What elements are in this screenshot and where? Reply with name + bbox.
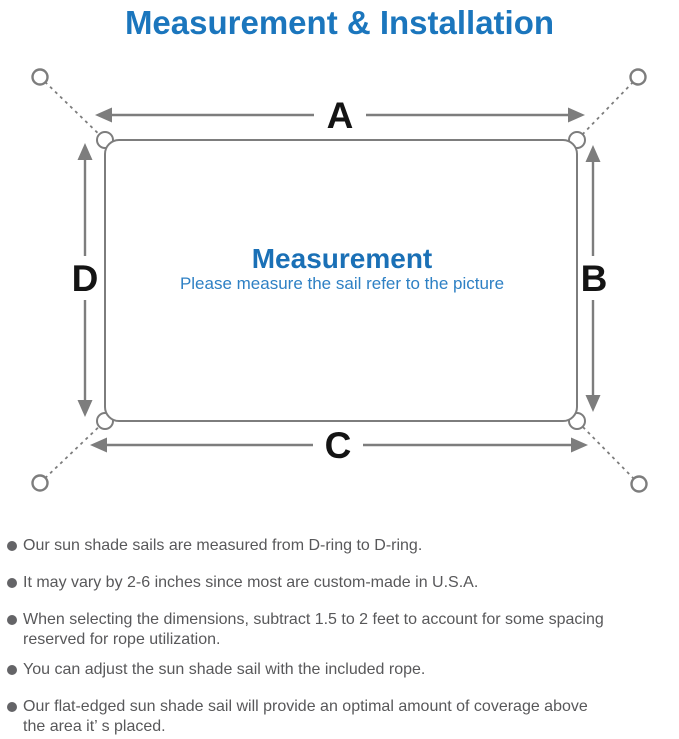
arrowhead-c-right <box>571 437 588 453</box>
bullet-dot-icon <box>7 665 17 675</box>
rope-line-top-right <box>576 76 639 141</box>
dimension-label-d: D <box>72 258 99 299</box>
arrowhead-b-bottom <box>585 395 601 412</box>
label-backplate-a <box>314 93 366 137</box>
bullet-item: It may vary by 2-6 inches since most are… <box>0 573 668 593</box>
dimension-arrows <box>77 107 601 453</box>
label-backplate-c <box>313 423 363 467</box>
label-backplate-d <box>66 256 104 300</box>
arrowhead-c-left <box>90 437 107 453</box>
anchor-ring-icon-top-left <box>31 68 49 86</box>
bullet-text: You can adjust the sun shade sail with t… <box>23 661 426 678</box>
center-subtitle: Please measure the sail refer to the pic… <box>180 274 504 293</box>
bullet-text: Our sun shade sails are measured from D-… <box>23 537 423 554</box>
bullet-dot-icon <box>7 578 17 588</box>
rope-line-bottom-left <box>39 420 106 484</box>
bullet-dot-icon <box>7 615 17 625</box>
bullet-item: Our sun shade sails are measured from D-… <box>0 536 668 556</box>
page-title: Measurement & Installation <box>124 4 555 41</box>
anchor-rings <box>31 68 648 493</box>
label-backplate-b <box>580 256 610 300</box>
bullet-text: It may vary by 2-6 inches since most are… <box>23 574 479 591</box>
rope-line-bottom-right <box>576 420 640 485</box>
arrowhead-d-top <box>77 143 93 160</box>
label-backplates <box>66 93 610 467</box>
dimension-label-a: A <box>327 95 354 136</box>
arrowhead-d-bottom <box>77 400 93 417</box>
arrowhead-b-top <box>585 145 601 162</box>
bullet-item: You can adjust the sun shade sail with t… <box>0 660 668 680</box>
bullet-dot-icon <box>7 541 17 551</box>
arrowhead-a-right <box>568 107 585 123</box>
instruction-bullet-list: Our sun shade sails are measured from D-… <box>0 536 668 739</box>
corner-rope-lines <box>39 76 640 485</box>
anchor-ring-icon-bottom-left <box>31 474 49 492</box>
dimension-label-c: C <box>325 425 352 466</box>
dimension-label-b: B <box>581 258 608 299</box>
sail-rectangle <box>104 139 578 422</box>
bullet-text: When selecting the dimensions, subtract … <box>23 611 604 648</box>
corner-d-rings <box>96 131 586 430</box>
rope-line-top-left <box>39 76 106 141</box>
bullet-text: Our flat-edged sun shade sail will provi… <box>23 698 588 735</box>
anchor-ring-icon-bottom-right <box>630 475 648 493</box>
bullet-dot-icon <box>7 702 17 712</box>
measurement-diagram: A B C D Measurement Please measure the s… <box>0 55 679 515</box>
center-heading: Measurement <box>252 243 433 274</box>
bullet-item: Our flat-edged sun shade sail will provi… <box>0 697 668 737</box>
arrowhead-a-left <box>95 107 112 123</box>
bullet-item: When selecting the dimensions, subtract … <box>0 610 668 650</box>
sail-diagram-svg: A B C D Measurement Please measure the s… <box>31 68 648 493</box>
anchor-ring-icon-top-right <box>629 68 647 86</box>
